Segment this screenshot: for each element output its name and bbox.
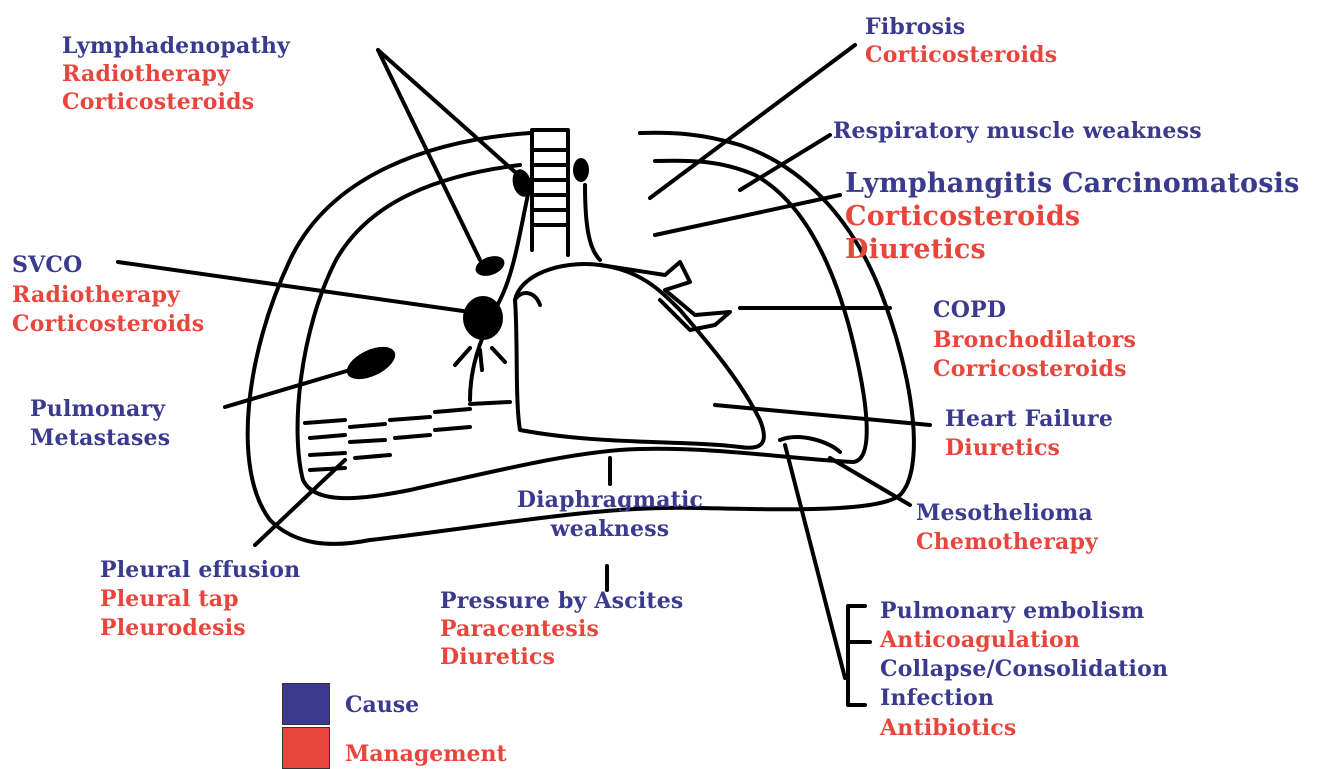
lymph-node-right <box>573 158 589 182</box>
legend-management-swatch <box>282 727 330 769</box>
lymphadenopathy-corticosteroids: Corticosteroids <box>62 89 254 115</box>
chest-outline <box>248 133 914 544</box>
lymphadenopathy-radiotherapy: Radiotherapy <box>62 61 230 87</box>
bracket-pe <box>848 606 870 705</box>
fibrosis-corticosteroids: Corticosteroids <box>865 42 1057 68</box>
legend-cause-swatch <box>282 683 330 725</box>
copd-label: COPD <box>933 297 1006 323</box>
svco-mass <box>463 296 503 340</box>
diaphragmatic-label-2: weakness <box>460 516 760 542</box>
copd-corticosteroids: Corricosteroids <box>933 356 1127 382</box>
leader-pulm-met <box>225 370 350 407</box>
pleural-tap: Pleural tap <box>100 586 239 612</box>
lymphadenopathy-label: Lymphadenopathy <box>62 33 290 59</box>
leader-mesothelioma <box>830 458 910 505</box>
mediastinum-right <box>585 185 600 260</box>
ascites-label: Pressure by Ascites <box>440 588 684 614</box>
infection-label: Infection <box>880 685 994 711</box>
pulmonary-embolism-label: Pulmonary embolism <box>880 598 1144 624</box>
pulmonary-metastases-label: Pulmonary <box>30 396 165 422</box>
pulmonary-metastases-label-2: Metastases <box>30 425 170 451</box>
lower-right-pleura <box>780 437 840 452</box>
collapse-consolidation-label: Collapse/Consolidation <box>880 656 1168 682</box>
svco-label: SVCO <box>12 252 82 278</box>
leader-lymphangitis <box>655 195 840 235</box>
ascites-paracentesis: Paracentesis <box>440 616 599 642</box>
copd-bronchodilators: Bronchodilators <box>933 327 1136 353</box>
leader-lymph-2 <box>378 50 480 260</box>
diaphragmatic-label: Diaphragmatic <box>460 487 760 513</box>
antibiotics: Antibiotics <box>880 715 1017 741</box>
heart-failure-diuretics: Diuretics <box>945 435 1060 461</box>
leader-lymph-1 <box>378 50 515 172</box>
lung-outline <box>298 161 867 499</box>
heart-failure-label: Heart Failure <box>945 406 1113 432</box>
pulmonary-metastasis <box>342 340 400 386</box>
ascites-diuretics: Diuretics <box>440 644 555 670</box>
heart <box>515 264 764 448</box>
svco-corticosteroids: Corticosteroids <box>12 311 204 337</box>
legend-cause-label: Cause <box>345 692 419 718</box>
leader-pe <box>785 445 845 678</box>
aorta <box>515 293 540 305</box>
legend-management-label: Management <box>345 741 507 767</box>
leader-resp-muscle <box>740 135 830 190</box>
trachea-rings <box>532 150 568 225</box>
svco-radiotherapy: Radiotherapy <box>12 282 180 308</box>
anticoagulation: Anticoagulation <box>880 627 1080 653</box>
pleurodesis: Pleurodesis <box>100 615 246 641</box>
mesothelioma-label: Mesothelioma <box>916 500 1093 526</box>
pleural-effusion-label: Pleural effusion <box>100 557 300 583</box>
mesothelioma-chemotherapy: Chemotherapy <box>916 529 1098 555</box>
lymphangitis-label: Lymphangitis Carcinomatosis <box>845 168 1321 200</box>
fibrosis-label: Fibrosis <box>865 14 965 40</box>
respiratory-muscle-label: Respiratory muscle weakness <box>833 118 1202 144</box>
lymphangitis-diuretics: Diuretics <box>845 234 986 266</box>
lymphangitis-corticosteroids: Corticosteroids <box>845 201 1080 233</box>
effusion-dashes <box>305 402 510 470</box>
hilar-vessels <box>455 348 505 370</box>
leader-heart-failure <box>715 405 930 425</box>
